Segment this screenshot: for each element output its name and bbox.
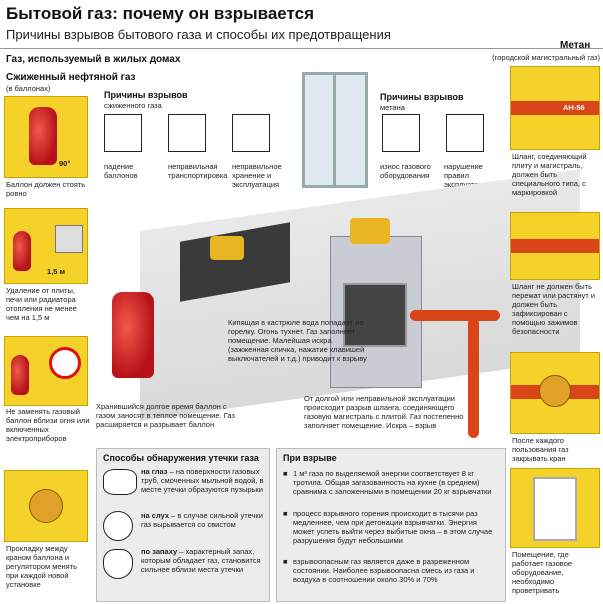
cause-lpg-1: падение баллонов — [104, 162, 138, 180]
storage-icon — [232, 114, 270, 152]
methane-note-clamp: Шланг не должен быть пережат или растяну… — [512, 282, 596, 336]
large-gas-cylinder-icon — [112, 292, 154, 378]
explosion-item-2: процесс взрывного горения происходит в т… — [293, 509, 493, 545]
gas-pipe-v — [468, 318, 479, 438]
detection-title: Способы обнаружения утечки газа — [103, 453, 259, 463]
nose-icon — [103, 549, 133, 579]
window-frame — [333, 75, 336, 185]
lpg-subtitle: (в баллонах) — [6, 84, 51, 93]
causes-lpg-subtitle: сжиженного газа — [104, 101, 162, 110]
detection-lead-nose: по запаху — [141, 547, 178, 556]
methane-panel-hose-mark: АН-56 — [510, 66, 600, 150]
lpg-note-no-fire: Не заменять газовый баллон вблизи огня и… — [6, 407, 90, 443]
lpg-note-upright: Баллон должен стоять ровно — [6, 180, 86, 198]
detection-lead-eye: на глаз — [141, 467, 168, 476]
truck-icon — [168, 114, 206, 152]
causes-methane-subtitle: метана — [380, 103, 405, 112]
oven-door — [343, 283, 407, 347]
methane-note-valve: После каждого пользования газ закрывать … — [512, 436, 569, 463]
stove-icon — [55, 225, 83, 253]
methane-panel-clamp — [510, 212, 600, 280]
cause-lpg-2: неправильная транспортировка — [168, 162, 228, 180]
bullet-icon: ■ — [283, 509, 288, 518]
pot-left-icon — [210, 236, 244, 260]
methane-note-ventilation: Помещение, где работает газовое оборудов… — [512, 550, 573, 595]
callout-pot: Кипящая в кастрюле вода попадает на горе… — [228, 318, 367, 363]
lpg-panel-no-fire — [4, 336, 88, 406]
detection-item-eye: на глаз – на поверхности газовых труб, с… — [141, 467, 265, 494]
falling-cylinder-icon — [104, 114, 142, 152]
hose-marking-label: АН-56 — [563, 103, 585, 112]
callout-hose: От долгой или неправильной эксплуатации … — [304, 394, 464, 430]
ear-icon — [103, 511, 133, 541]
pot-right-icon — [350, 218, 390, 244]
causes-lpg-title: Причины взрывов — [104, 90, 188, 100]
detection-text-eye: – на поверхности газовых труб, смоченных… — [141, 467, 264, 494]
methane-subtitle: (городской магистральный газ) — [492, 53, 600, 62]
lpg-title: Сжиженный нефтяной газ — [6, 72, 136, 83]
gas-pipe-h — [410, 310, 500, 321]
lpg-panel-upright: 90° — [4, 96, 88, 178]
methane-title: Метан — [560, 40, 591, 51]
bullet-icon: ■ — [283, 469, 288, 478]
gas-hose-icon — [511, 239, 599, 253]
detection-item-nose: по запаху – характерный запах, которым о… — [141, 547, 265, 574]
lpg-panel-gasket — [4, 470, 88, 542]
methane-panel-valve — [510, 352, 600, 434]
window — [302, 72, 368, 188]
no-fire-icon — [49, 347, 81, 379]
lpg-panel-distance: 1,5 м — [4, 208, 88, 284]
rules-violation-icon — [446, 114, 484, 152]
detection-item-ear: на слух – в случае сильной утечки газ вы… — [141, 511, 265, 529]
cause-methane-1: износ газового оборудования — [380, 162, 431, 180]
explosion-item-1: 1 м³ газа по выделяемой энергии соответс… — [293, 469, 492, 496]
valve-icon — [29, 489, 63, 523]
lpg-note-distance: Удаление от плиты, печи или радиатора от… — [6, 286, 77, 322]
gas-cylinder-icon — [13, 231, 31, 271]
callout-cylinder: Хранившийся долгое время баллон с газом … — [96, 402, 235, 429]
page-subtitle: Причины взрывов бытового газа и способы … — [6, 27, 391, 42]
methane-panel-ventilation — [510, 468, 600, 548]
detection-panel: Способы обнаружения утечки газа на глаз … — [96, 448, 270, 602]
stove-right — [330, 236, 422, 388]
header-divider — [0, 48, 603, 49]
gas-tap-icon — [539, 375, 571, 407]
worn-equipment-icon — [382, 114, 420, 152]
explosion-item-3: взрывоопасным газ является даже в разреж… — [293, 557, 475, 584]
cause-lpg-3: неправильное хранение и эксплуатация — [232, 162, 282, 189]
lpg-note-gasket: Прокладку между краном баллона и регулят… — [6, 544, 78, 589]
section-title-home-gas: Газ, используемый в жилых домах — [6, 54, 181, 65]
angle-label: 90° — [59, 159, 71, 168]
detection-lead-ear: на слух — [141, 511, 170, 520]
eye-icon — [103, 469, 137, 495]
explosion-title: При взрыве — [283, 453, 337, 463]
gas-cylinder-icon — [29, 107, 57, 165]
detection-text-ear: – в случае сильной утечки газ вырывается… — [141, 511, 263, 529]
page-title: Бытовой газ: почему он взрывается — [6, 4, 315, 23]
causes-methane-title: Причины взрывов — [380, 92, 464, 102]
bullet-icon: ■ — [283, 557, 288, 566]
explosion-panel: При взрыве ■ 1 м³ газа по выделяемой эне… — [276, 448, 506, 602]
gas-cylinder-icon — [11, 355, 29, 395]
detection-text-nose: – характерный запах, которым обладает га… — [141, 547, 261, 574]
gas-hose-icon — [511, 101, 599, 115]
methane-note-hose: Шланг, соединяющий плиту и магистраль, д… — [512, 152, 587, 197]
distance-label: 1,5 м — [47, 267, 66, 276]
open-window-icon — [533, 477, 577, 541]
